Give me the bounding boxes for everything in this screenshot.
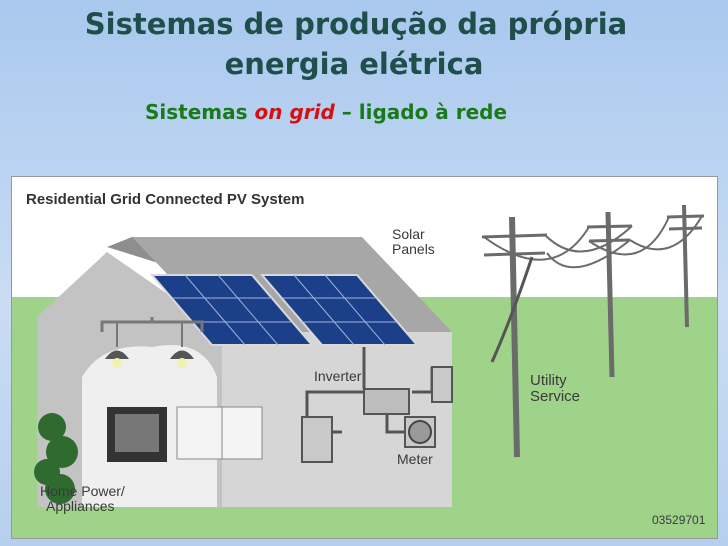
utility-disconnect <box>431 366 453 403</box>
subtitle-prefix: Sistemas <box>145 100 248 124</box>
label-utility-line2: Service <box>530 387 581 405</box>
label-solar-line1: Solar <box>392 226 425 242</box>
label-solar-line2: Panels <box>392 240 435 257</box>
label-inverter: Inverter <box>314 368 362 384</box>
figure-code: 03529701 <box>652 513 706 527</box>
slide-title-line2: energia elétrica <box>224 47 484 81</box>
label-home-power: Home Power/ Appliances <box>40 484 125 513</box>
breaker-panel <box>301 416 333 463</box>
label-home-line2: Appliances <box>46 497 115 514</box>
label-home-line1: Home Power/ <box>40 483 125 499</box>
label-utility-line1: Utility <box>530 372 567 389</box>
pv-system-illustration <box>12 177 717 538</box>
meter-device <box>404 416 436 448</box>
label-solar-panels: Solar Panels <box>392 227 435 256</box>
figure-title: Residential Grid Connected PV System <box>26 191 305 208</box>
subtitle-emphasis: on grid <box>254 100 335 124</box>
appliances <box>107 406 263 462</box>
slide-subtitle: Sistemas on grid – ligado à rede <box>145 100 507 124</box>
label-utility-service: Utility Service <box>530 373 580 405</box>
solar-panels <box>149 274 420 346</box>
label-meter: Meter <box>397 451 433 467</box>
slide-title-line1: Sistemas de produção da própria <box>84 7 628 41</box>
shrubs <box>34 413 78 504</box>
pv-system-figure: Residential Grid Connected PV System Sol… <box>11 176 718 539</box>
inverter-box <box>363 388 410 415</box>
ceiling-lamps <box>100 317 204 368</box>
utility-poles <box>481 204 705 458</box>
subtitle-suffix: – ligado à rede <box>341 100 508 124</box>
